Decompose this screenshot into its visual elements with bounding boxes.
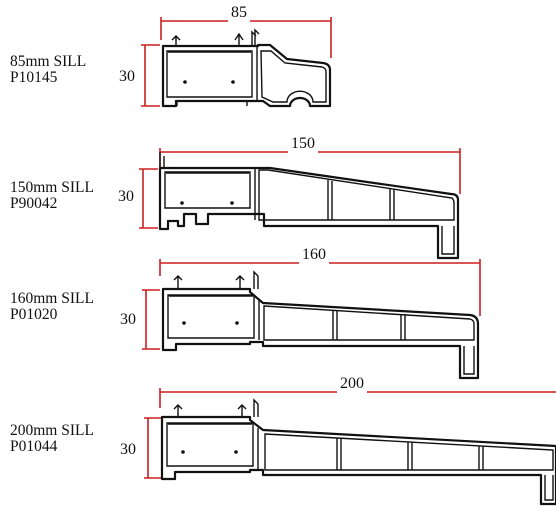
sill-160-dimension-lines — [142, 259, 481, 350]
sill-160-profile — [142, 259, 481, 380]
sill-200-code: P01044 — [10, 438, 58, 455]
sill-150-name: 150mm SILL — [10, 179, 94, 196]
sill-150-profile — [139, 148, 461, 260]
sill-150-height-dimension: 30 — [117, 187, 135, 207]
sill-85-height-dimension: 30 — [118, 67, 136, 87]
sill-85-code: P10145 — [10, 69, 58, 86]
sill-200-dimension-lines — [144, 388, 556, 479]
sill-160-width-dimension: 160 — [299, 246, 329, 264]
sill-200-width-dimension: 200 — [337, 375, 367, 393]
sill-200-profile — [144, 388, 556, 506]
sill-85-profile — [141, 17, 332, 108]
sill-160-height-dimension: 30 — [119, 310, 137, 330]
sill-200-height-dimension: 30 — [119, 440, 137, 460]
sill-160-code: P01020 — [10, 306, 58, 323]
sill-160-name: 160mm SILL — [10, 290, 94, 307]
sill-150-width-dimension: 150 — [288, 135, 318, 153]
sill-85-name: 85mm SILL — [10, 53, 87, 70]
sill-200-name: 200mm SILL — [10, 422, 94, 439]
sill-85-width-dimension: 85 — [228, 4, 250, 22]
sill-150-code: P90042 — [10, 195, 58, 212]
